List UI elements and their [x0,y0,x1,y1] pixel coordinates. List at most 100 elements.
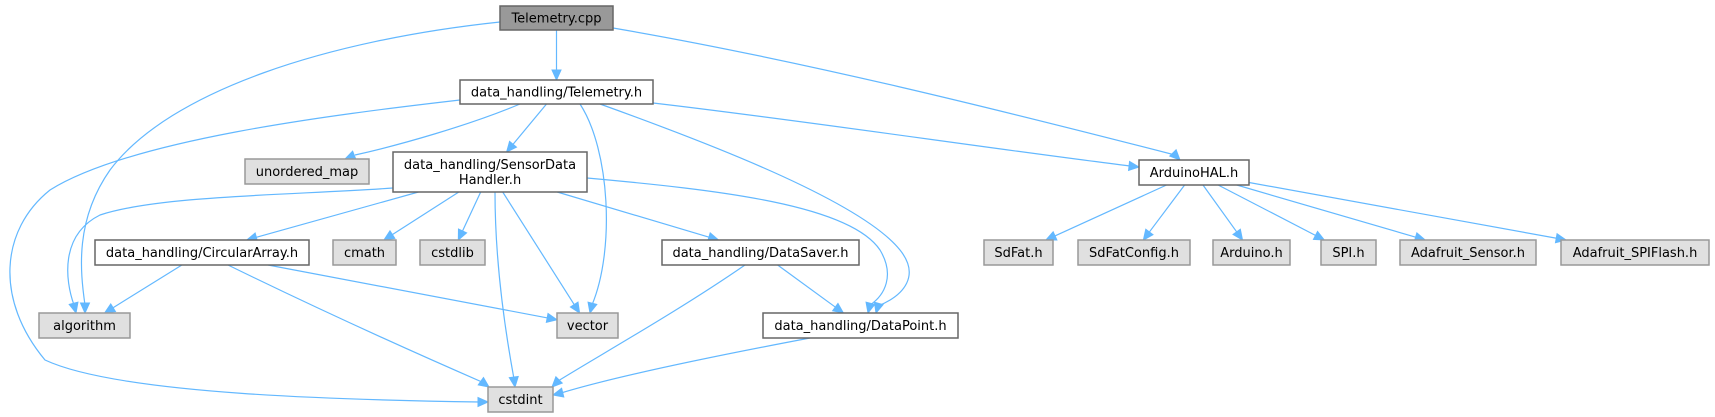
edge-arrowhead [551,69,562,82]
edge-arrowhead [343,150,357,160]
edge-line [612,27,1176,156]
edge-line [502,191,576,306]
edge-arduinohal_h-to-adafruit_sensor_h [1236,184,1427,243]
edge-telemetry_cpp-to-arduinohal_h [612,27,1181,161]
edge-line [586,177,889,306]
node-arduinohal-h[interactable]: ArduinoHAL.h [1138,159,1250,186]
node-sdfat-h[interactable]: SdFat.h [983,239,1054,266]
node-box [983,239,1054,266]
node-label: vector [567,319,609,334]
edge-line [227,264,483,383]
node-cstdint[interactable]: cstdint [487,386,554,413]
edge-sensordatahandler_h-to-cmath [382,191,460,241]
node-vector[interactable]: vector [556,312,619,339]
edge-arrowhead [508,375,519,389]
node-box [1560,239,1710,266]
node-algorithm[interactable]: algorithm [38,312,131,339]
node-box [1399,239,1537,266]
node-label: Handler.h [459,173,521,188]
edge-arrowhead [569,301,581,315]
edge-line [1236,184,1417,239]
edge-telemetry_h-to-datapoint_h [599,103,910,315]
edge-datasaver_h-to-datapoint_h [777,264,845,314]
node-box [392,151,588,193]
node-box [332,239,397,266]
edges-layer [9,21,1568,408]
node-box [499,5,614,31]
edge-line [354,103,521,156]
node-label: Adafruit_SPIFlash.h [1573,246,1698,261]
edge-telemetry_cpp-to-algorithm [79,21,501,315]
edge-line [391,191,460,236]
node-cstdlib[interactable]: cstdlib [419,239,486,266]
node-label: data_handling/DataSaver.h [672,246,848,261]
node-label: data_handling/CircularArray.h [106,246,298,261]
edge-arrowhead [587,301,598,315]
node-box [419,239,486,266]
node-adafruit-sensor-h[interactable]: Adafruit_Sensor.h [1399,239,1537,266]
edge-arrowhead [1142,228,1154,241]
node-box [556,312,619,339]
edge-telemetry_h-to-arduinohal_h [652,102,1141,172]
edge-line [1148,184,1186,234]
edge-sensordatahandler_h-to-cstdint [494,191,519,389]
node-label: cstdint [498,393,542,408]
node-datasaver-h[interactable]: data_handling/DataSaver.h [661,239,860,266]
node-label: SdFat.h [994,246,1042,261]
node-box [459,79,654,105]
edge-arrowhead [457,228,468,242]
edge-line [560,337,811,394]
node-box [38,312,131,339]
node-circulararray-h[interactable]: data_handling/CircularArray.h [94,239,310,266]
node-box [661,239,860,266]
edge-sensordatahandler_h-to-algorithm [67,187,394,315]
edge-arrowhead [68,301,79,315]
edge-arrowhead [1127,160,1141,172]
node-box [1077,239,1191,266]
edge-line [652,102,1131,167]
edge-line [1053,184,1167,237]
node-unordered-map[interactable]: unordered_map [244,158,370,185]
edge-sensordatahandler_h-to-datapoint_h [586,177,889,315]
node-telemetry-h[interactable]: data_handling/Telemetry.h [459,79,654,105]
edge-circulararray_h-to-vector [267,264,559,323]
node-cmath[interactable]: cmath [332,239,397,266]
edge-circulararray_h-to-cstdint [227,264,490,388]
edge-line [1248,181,1558,239]
edge-line [255,191,419,239]
node-label: Arduino.h [1220,246,1282,261]
edge-arrowhead [865,301,876,315]
edge-arrowhead [1044,230,1058,241]
node-label: data_handling/Telemetry.h [471,86,642,101]
node-label: Telemetry.cpp [510,12,601,27]
node-label: unordered_map [256,165,359,180]
edge-datasaver_h-to-cstdint [551,264,746,388]
edge-arrowhead [79,302,91,315]
node-box [1320,239,1377,266]
node-spi-h[interactable]: SPI.h [1320,239,1377,266]
edge-arrowhead [382,229,396,241]
edge-telemetry_h-to-cstdint [9,99,490,408]
edge-line [1217,184,1317,237]
edge-telemetry_h-to-unordered_map [343,103,521,160]
node-telemetry-cpp[interactable]: Telemetry.cpp [499,5,614,31]
edge-datapoint_h-to-cstdint [551,337,811,398]
node-arduino-h[interactable]: Arduino.h [1212,239,1291,266]
edge-line [777,264,837,309]
edge-line [557,264,746,382]
edge-sensordatahandler_h-to-cstdlib [457,191,482,242]
edge-circulararray_h-to-algorithm [103,264,183,314]
edge-arrowhead [545,312,559,323]
node-label: cstdlib [431,246,474,261]
edge-arrowhead [551,387,565,398]
node-sdfatconfig-h[interactable]: SdFatConfig.h [1077,239,1191,266]
edge-arrowhead [1312,230,1326,241]
edge-line [1202,184,1238,234]
node-datapoint-h[interactable]: data_handling/DataPoint.h [762,312,959,339]
node-label: data_handling/DataPoint.h [774,319,946,334]
node-adafruit-spiflash-h[interactable]: Adafruit_SPIFlash.h [1560,239,1710,266]
edge-line [461,191,482,233]
edge-arduinohal_h-to-sdfatconfig_h [1142,184,1186,241]
